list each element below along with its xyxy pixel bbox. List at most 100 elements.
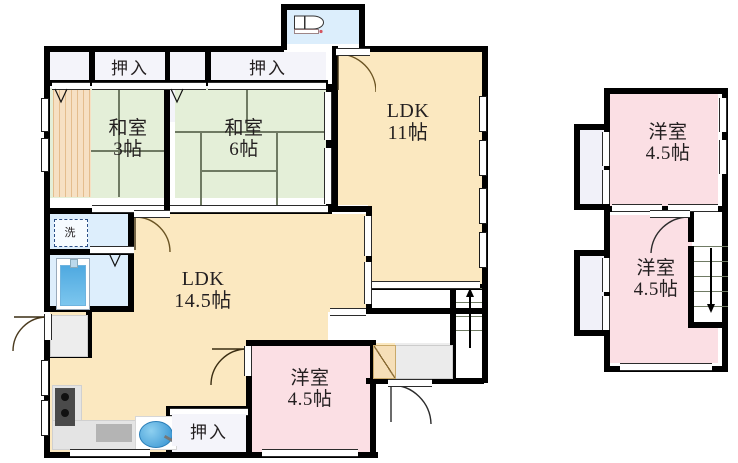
veranda-slats (53, 89, 91, 197)
ldk-145-name: LDK (181, 268, 225, 290)
door-exterior-left-frame[interactable] (44, 314, 52, 340)
wall-2f-balcony-l-left (574, 250, 580, 336)
tatami-line (200, 170, 276, 172)
wall-2f-upper-bottom (604, 206, 728, 212)
window-right-mid[interactable] (479, 188, 487, 224)
wall-yoshitsu-right (370, 340, 376, 458)
wall-outer-left-mid (44, 214, 50, 312)
fusuma-mark-icon (54, 88, 68, 104)
window-bottom-yoshitsu[interactable] (262, 449, 358, 457)
wall-2f-balcony-l-bottom (574, 330, 608, 336)
room-label-yoshitsu-upper: 洋室 4.5帖 (620, 122, 716, 165)
yoshitsu-lower-name: 洋室 (636, 258, 676, 279)
door-entrance[interactable] (390, 384, 432, 425)
window-2f-upper-left[interactable] (602, 132, 610, 166)
counter-block (96, 424, 132, 442)
yoshitsu-upper-fill (608, 92, 718, 207)
door-washroom[interactable] (134, 216, 172, 253)
ldk145-hall-slide[interactable] (330, 308, 366, 316)
window-2f-upper-right2[interactable] (719, 140, 727, 174)
wall-yoshitsu-top (246, 340, 376, 346)
closet-label-bottom: 押入 (172, 414, 246, 446)
door-2f-stairs[interactable] (650, 216, 690, 254)
door-yoshitsu[interactable] (210, 348, 248, 386)
tatami-line (276, 131, 278, 208)
wall-washitsu-div (164, 84, 170, 214)
ldk-11-fill (333, 52, 483, 205)
ldk-11-name: LDK (386, 100, 430, 122)
tatami-line (118, 89, 120, 197)
wall-closet-div-1 (89, 46, 95, 86)
wall-2f-lower-left (604, 212, 610, 252)
window-left-lower2[interactable] (41, 400, 49, 436)
window-2f-lower-left[interactable] (602, 258, 610, 292)
window-left-upper[interactable] (41, 98, 49, 132)
yoshitsu-45-size: 4.5帖 (287, 389, 333, 411)
room-label-washitsu-3: 和室 3帖 (90, 118, 166, 161)
ldk-145-size: 14.5帖 (174, 290, 232, 313)
washroom-slide[interactable] (90, 246, 134, 254)
window-right-mid2[interactable] (479, 232, 487, 268)
window-left-lower[interactable] (41, 360, 49, 396)
window-2f-lower-left2[interactable] (602, 296, 610, 330)
door-ldk11[interactable] (336, 52, 377, 93)
washitsu-3-slide[interactable] (52, 82, 90, 90)
ldk-11-size: 11帖 (387, 122, 429, 145)
door-washroom-frame[interactable] (134, 210, 170, 218)
wall-store-right (86, 312, 92, 358)
hall-slide-vertical[interactable] (364, 216, 372, 256)
wall-outer-top-right (360, 46, 488, 52)
room-label-yoshitsu-lower: 洋室 4.5帖 (608, 258, 704, 301)
washitsu-bottom-slide[interactable] (170, 205, 328, 213)
balcony-lower-fill (578, 254, 606, 332)
closet-label-top-right: 押入 (212, 52, 324, 80)
partition-slide-vertical[interactable] (324, 148, 332, 204)
ldk11-hall-slide[interactable] (372, 281, 480, 289)
fusuma-mark-icon (170, 88, 184, 104)
slide-2f-between-rooms2[interactable] (668, 204, 718, 212)
hall-slide-vertical[interactable] (364, 262, 372, 304)
wall-bath-right (128, 214, 134, 312)
washitsu-bottom-slide[interactable] (92, 205, 164, 213)
window-2f-upper-left2[interactable] (602, 170, 610, 204)
door-2f-frame[interactable] (650, 210, 690, 218)
wall-2f-stair-bottom (688, 322, 728, 328)
slide-2f-between-rooms[interactable] (612, 204, 662, 212)
yoshitsu-45-fill (250, 345, 370, 452)
window-right-upper2[interactable] (479, 140, 487, 176)
window-2f-bottom[interactable] (620, 363, 712, 371)
wall-genkan-top (366, 308, 484, 314)
window-bottom-kitchen[interactable] (70, 449, 150, 457)
closet-slide-door[interactable] (208, 82, 326, 90)
wall-closet-div-3 (205, 46, 211, 86)
window-right-upper[interactable] (479, 96, 487, 132)
door-ldk11-frame[interactable] (336, 48, 370, 56)
washitsu-3-name: 和室 (108, 118, 148, 139)
wall-2f-stair-left (688, 212, 694, 242)
window-2f-upper-right[interactable] (719, 98, 727, 132)
room-label-ldk-11: LDK 11帖 (360, 100, 456, 145)
wall-outer-left-lower (44, 338, 50, 458)
washitsu-3-size: 3帖 (113, 139, 143, 161)
yoshitsu-upper-size: 4.5帖 (645, 143, 691, 165)
wall-2f-upper-left (604, 88, 610, 128)
closet-slide-door[interactable] (92, 82, 168, 90)
yoshitsu-upper-name: 洋室 (648, 122, 688, 143)
wall-toilet-top (281, 4, 365, 10)
door-exterior-left[interactable] (12, 316, 48, 352)
window-left-upper2[interactable] (41, 138, 49, 172)
door-entrance-frame[interactable] (388, 379, 432, 387)
wall-toilet-right (359, 4, 365, 50)
closet-label-top-left: 押入 (95, 52, 165, 80)
door-yoshitsu-frame[interactable] (244, 346, 252, 376)
wall-yoshitsu-left-low (246, 410, 252, 458)
partition-slide-vertical[interactable] (324, 92, 332, 140)
bathtub (56, 258, 90, 310)
ldk-11-fill-lower (368, 205, 483, 285)
washitsu-6-size: 6帖 (229, 139, 259, 161)
washitsu-6-slide[interactable] (168, 82, 206, 90)
toilet-icon (294, 15, 328, 35)
genkan-step (373, 345, 396, 379)
wall-2f-balcony-u-bottom (574, 204, 608, 210)
tatami-line (175, 131, 327, 133)
